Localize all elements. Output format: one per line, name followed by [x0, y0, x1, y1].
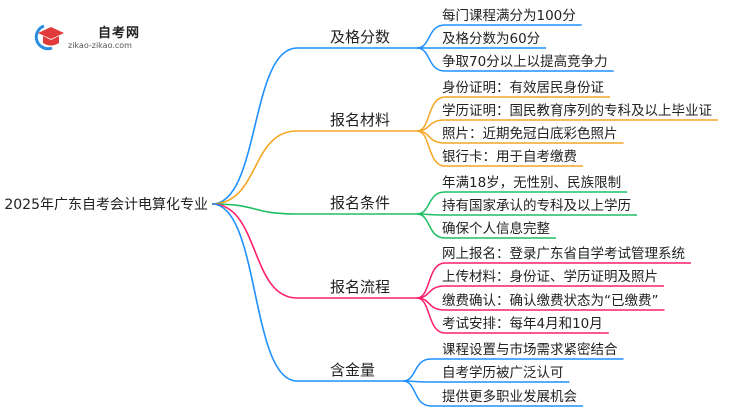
branch-topic: 含金量: [330, 361, 375, 379]
leaf-topic: 网上报名：登录广东省自学考试管理系统: [442, 246, 685, 262]
branch-connector: [211, 203, 417, 215]
leaf-topic: 提供更多职业发展机会: [442, 388, 577, 405]
leaf-topic: 自考学历被广泛认可: [442, 365, 564, 381]
branch-topic: 及格分数: [330, 28, 390, 46]
logo-url: zikao-zikao.com: [68, 41, 132, 50]
leaf-connector: [416, 24, 582, 49]
leaf-connector: [416, 96, 610, 132]
leaf-topic: 年满18岁，无性别、民族限制: [442, 175, 621, 191]
branch-topic: 报名条件: [330, 194, 390, 212]
leaf-topic: 身份证明：有效居民身份证: [442, 80, 604, 96]
leaf-topic: 持有国家承认的专科及以上学历: [442, 197, 631, 214]
leaf-connector: [416, 130, 583, 167]
branch-topic: 报名材料: [330, 111, 390, 129]
leaf-connector: [416, 297, 609, 334]
leaf-topic: 确保个人信息完整: [442, 220, 550, 237]
leaf-topic: 上传材料：身份证、学历证明及照片: [442, 269, 658, 285]
branch-connector: [211, 130, 417, 205]
leaf-topic: 课程设置与市场需求紧密结合: [442, 341, 618, 358]
leaf-connector: [416, 213, 637, 216]
leaf-connector: [402, 358, 624, 382]
leaf-connector: [416, 191, 628, 215]
leaf-connector: [402, 380, 570, 383]
branch-connector: [211, 203, 403, 382]
leaf-topic: 每门课程满分为100分: [442, 8, 576, 24]
logo-title: 自考网: [98, 26, 141, 41]
leaf-topic: 考试安排：每年4月和10月: [442, 316, 603, 332]
leaf-topic: 银行卡：用于自考缴费: [442, 149, 577, 165]
leaf-connector: [416, 47, 614, 72]
leaf-connector: [416, 285, 664, 299]
leaf-topic: 缴费确认：确认缴费状态为“已缴费”: [442, 293, 659, 309]
leaf-connector: [416, 213, 556, 239]
branch-connector: [211, 47, 417, 205]
branch-connector: [211, 203, 417, 299]
leaf-topic: 争取70分以上以提高竞争力: [442, 53, 608, 70]
root-topic: 2025年广东自考会计电算化专业: [4, 197, 208, 213]
leaf-topic: 照片：近期免冠白底彩色照片: [442, 125, 618, 142]
logo: 自考网 zikao-zikao.com: [30, 22, 140, 52]
leaf-topic: 及格分数为60分: [442, 31, 540, 47]
graduation-cap-icon: [34, 24, 64, 51]
leaf-topic: 学历证明：国民教育序列的专科及以上毕业证: [442, 103, 712, 119]
branch-topic: 报名流程: [330, 278, 390, 296]
leaf-connector: [402, 380, 583, 407]
leaf-connector: [416, 262, 691, 299]
